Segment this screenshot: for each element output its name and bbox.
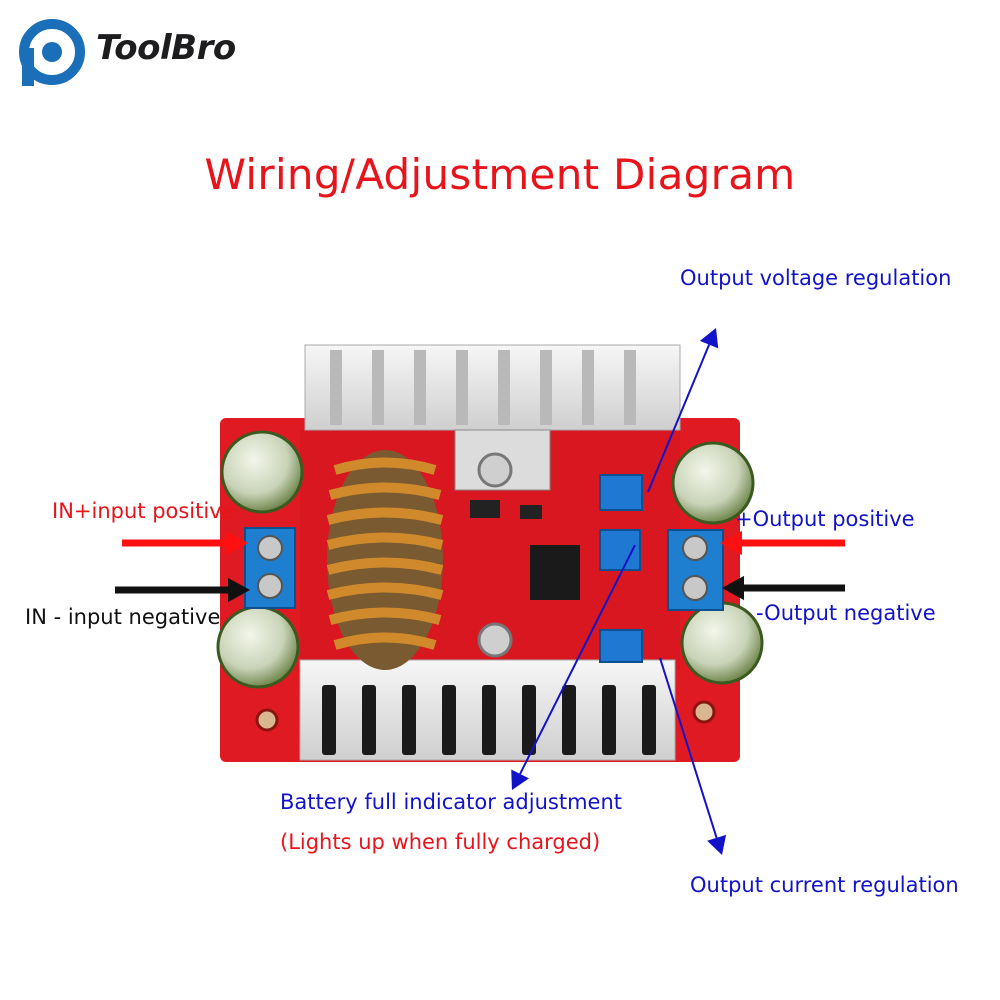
toolbro-logo-icon <box>19 19 85 86</box>
top-heatsink <box>304 344 681 431</box>
inductor-coil <box>326 450 444 670</box>
label-in-negative: IN - input negative <box>25 605 221 629</box>
label-out-negative: -Output negative <box>756 601 936 625</box>
brand-name: ToolBro <box>96 28 236 68</box>
label-output-current: Output current regulation <box>690 873 959 897</box>
potentiometers <box>599 474 643 663</box>
page-title: Wiring/Adjustment Diagram <box>204 150 796 199</box>
label-in-positive: IN+input positive <box>52 499 235 523</box>
label-battery-full-note: (Lights up when fully charged) <box>280 830 601 854</box>
brand-logo: ToolBro <box>18 18 258 88</box>
label-output-voltage: Output voltage regulation <box>680 266 952 290</box>
output-terminal <box>667 529 724 611</box>
bottom-heatsink <box>299 659 676 761</box>
label-out-positive: +Output positive <box>735 507 915 531</box>
label-battery-full: Battery full indicator adjustment <box>280 790 622 814</box>
input-terminal <box>244 527 296 609</box>
